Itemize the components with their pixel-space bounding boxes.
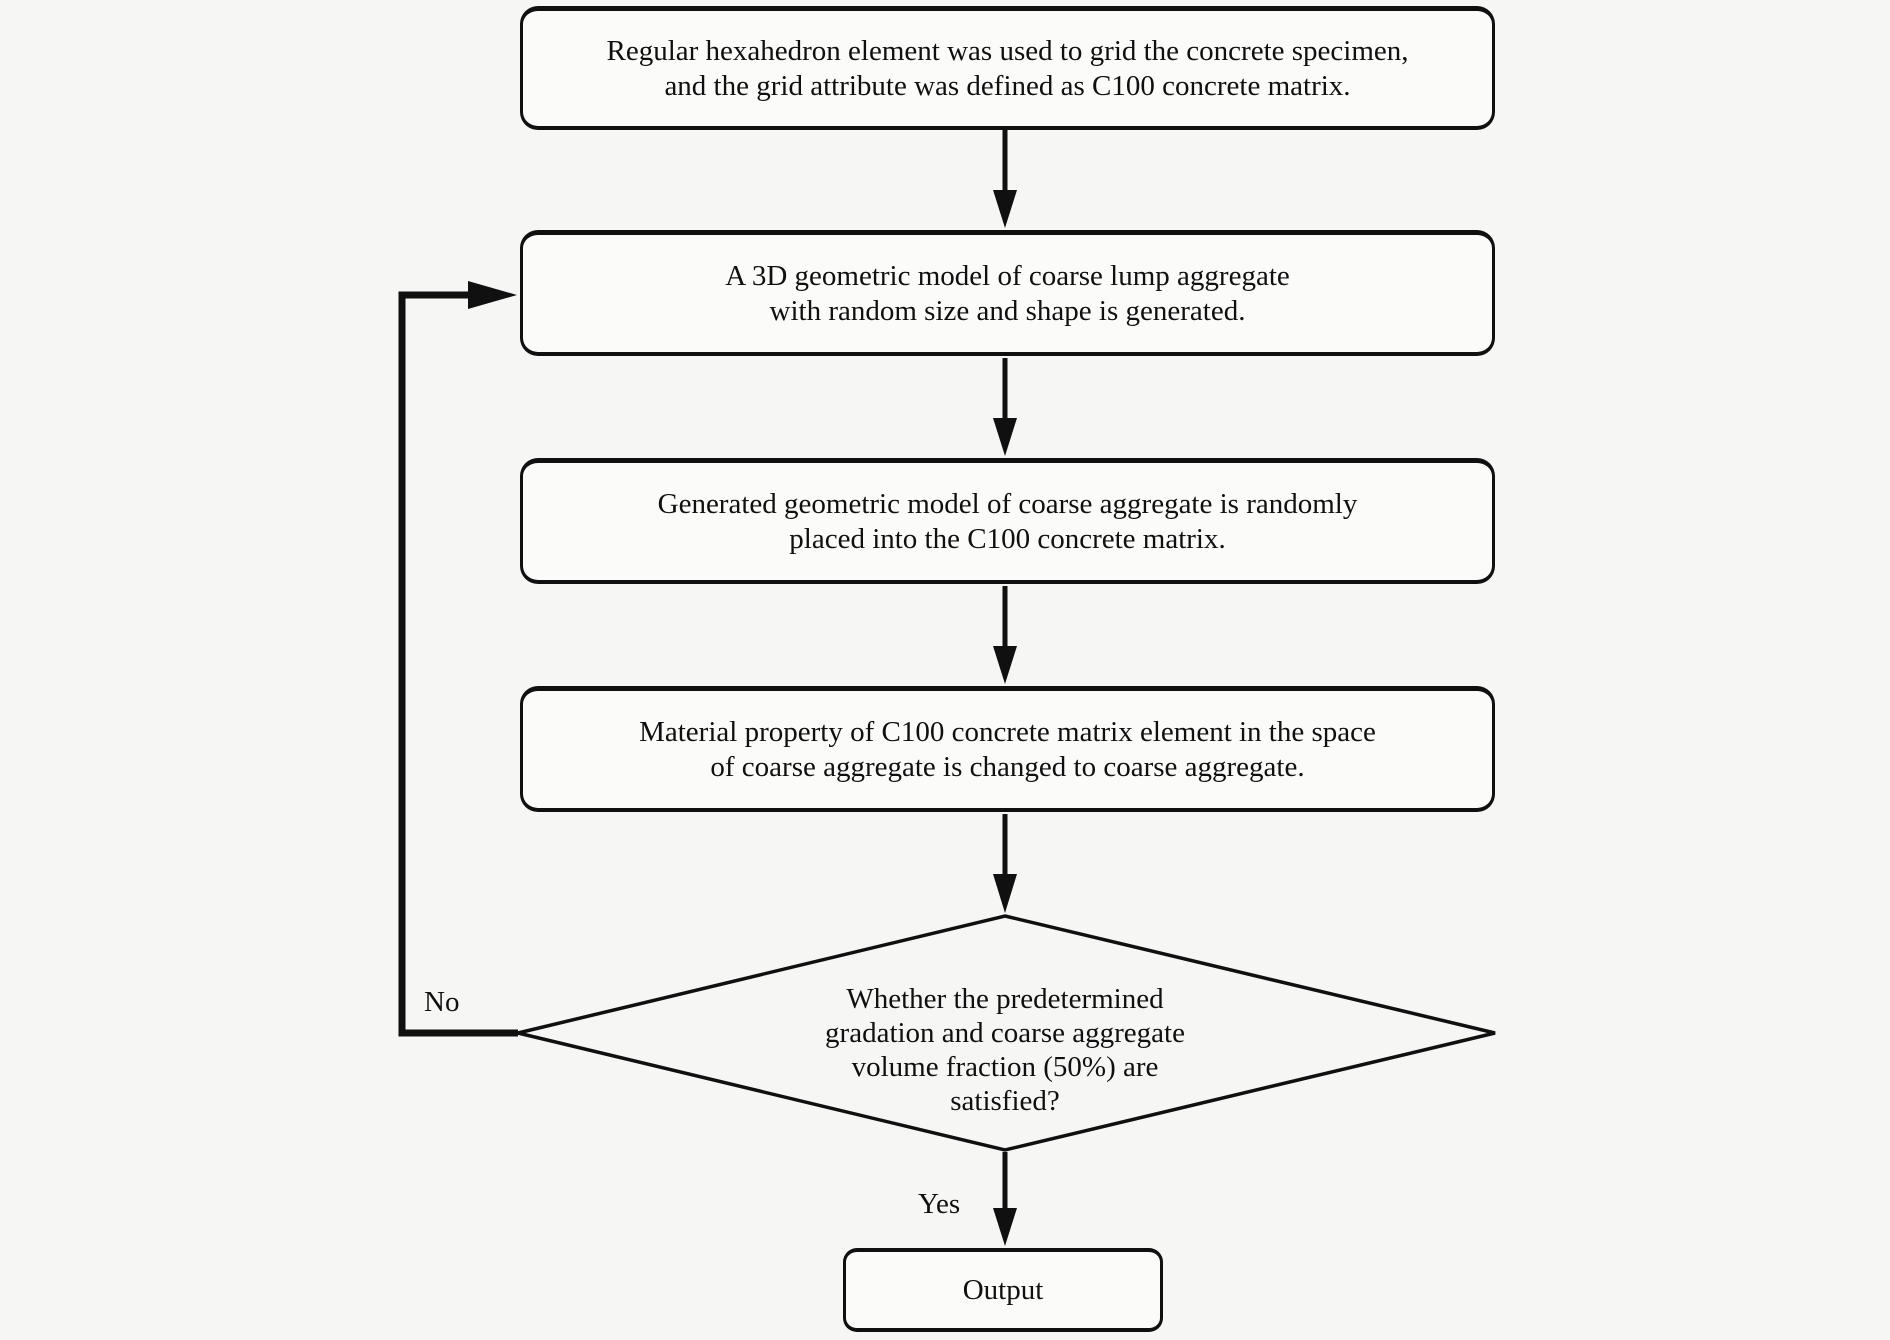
decision-text-line: satisfied? [950, 1085, 1060, 1117]
process-box-place-aggregate: Generated geometric model of coarse aggr… [520, 458, 1495, 584]
no-branch-label: No [424, 986, 460, 1018]
process-box-text-line: of coarse aggregate is changed to coarse… [710, 750, 1305, 783]
process-box-generate-aggregate-model: A 3D geometric model of coarse lump aggr… [520, 230, 1495, 356]
process-box-text-line: Regular hexahedron element was used to g… [606, 34, 1409, 67]
process-box-text-line: placed into the C100 concrete matrix. [789, 522, 1226, 555]
process-box-text-line: Material property of C100 concrete matri… [639, 715, 1376, 748]
yes-branch-label: Yes [918, 1188, 961, 1220]
process-box-text-line: and the grid attribute was defined as C1… [664, 69, 1351, 102]
arrow-3-head [993, 646, 1017, 684]
no-loop-arrowhead [468, 281, 517, 309]
arrow-2-head [993, 418, 1017, 456]
arrow-1-head [993, 190, 1017, 228]
decision-text-line: volume fraction (50%) are [851, 1051, 1159, 1083]
arrow-4-head [993, 874, 1017, 913]
terminal-box-label: Output [962, 1273, 1044, 1306]
decision-text-line: Whether the predetermined [846, 983, 1164, 1015]
decision-diamond [517, 914, 1496, 1152]
decision-text: Whether the predetermined gradation and … [685, 982, 1325, 1118]
process-box-text-line: Generated geometric model of coarse aggr… [657, 487, 1358, 520]
yes-arrow-head [993, 1208, 1017, 1246]
process-box-text-line: A 3D geometric model of coarse lump aggr… [725, 259, 1290, 292]
process-box-text-line: with random size and shape is generated. [769, 294, 1246, 327]
process-box-grid-concrete-specimen: Regular hexahedron element was used to g… [520, 6, 1495, 130]
decision-text-line: gradation and coarse aggregate [825, 1017, 1185, 1049]
terminal-box-output: Output [843, 1248, 1163, 1332]
no-loop-line [398, 291, 518, 1037]
process-box-change-material-property: Material property of C100 concrete matri… [520, 686, 1495, 812]
